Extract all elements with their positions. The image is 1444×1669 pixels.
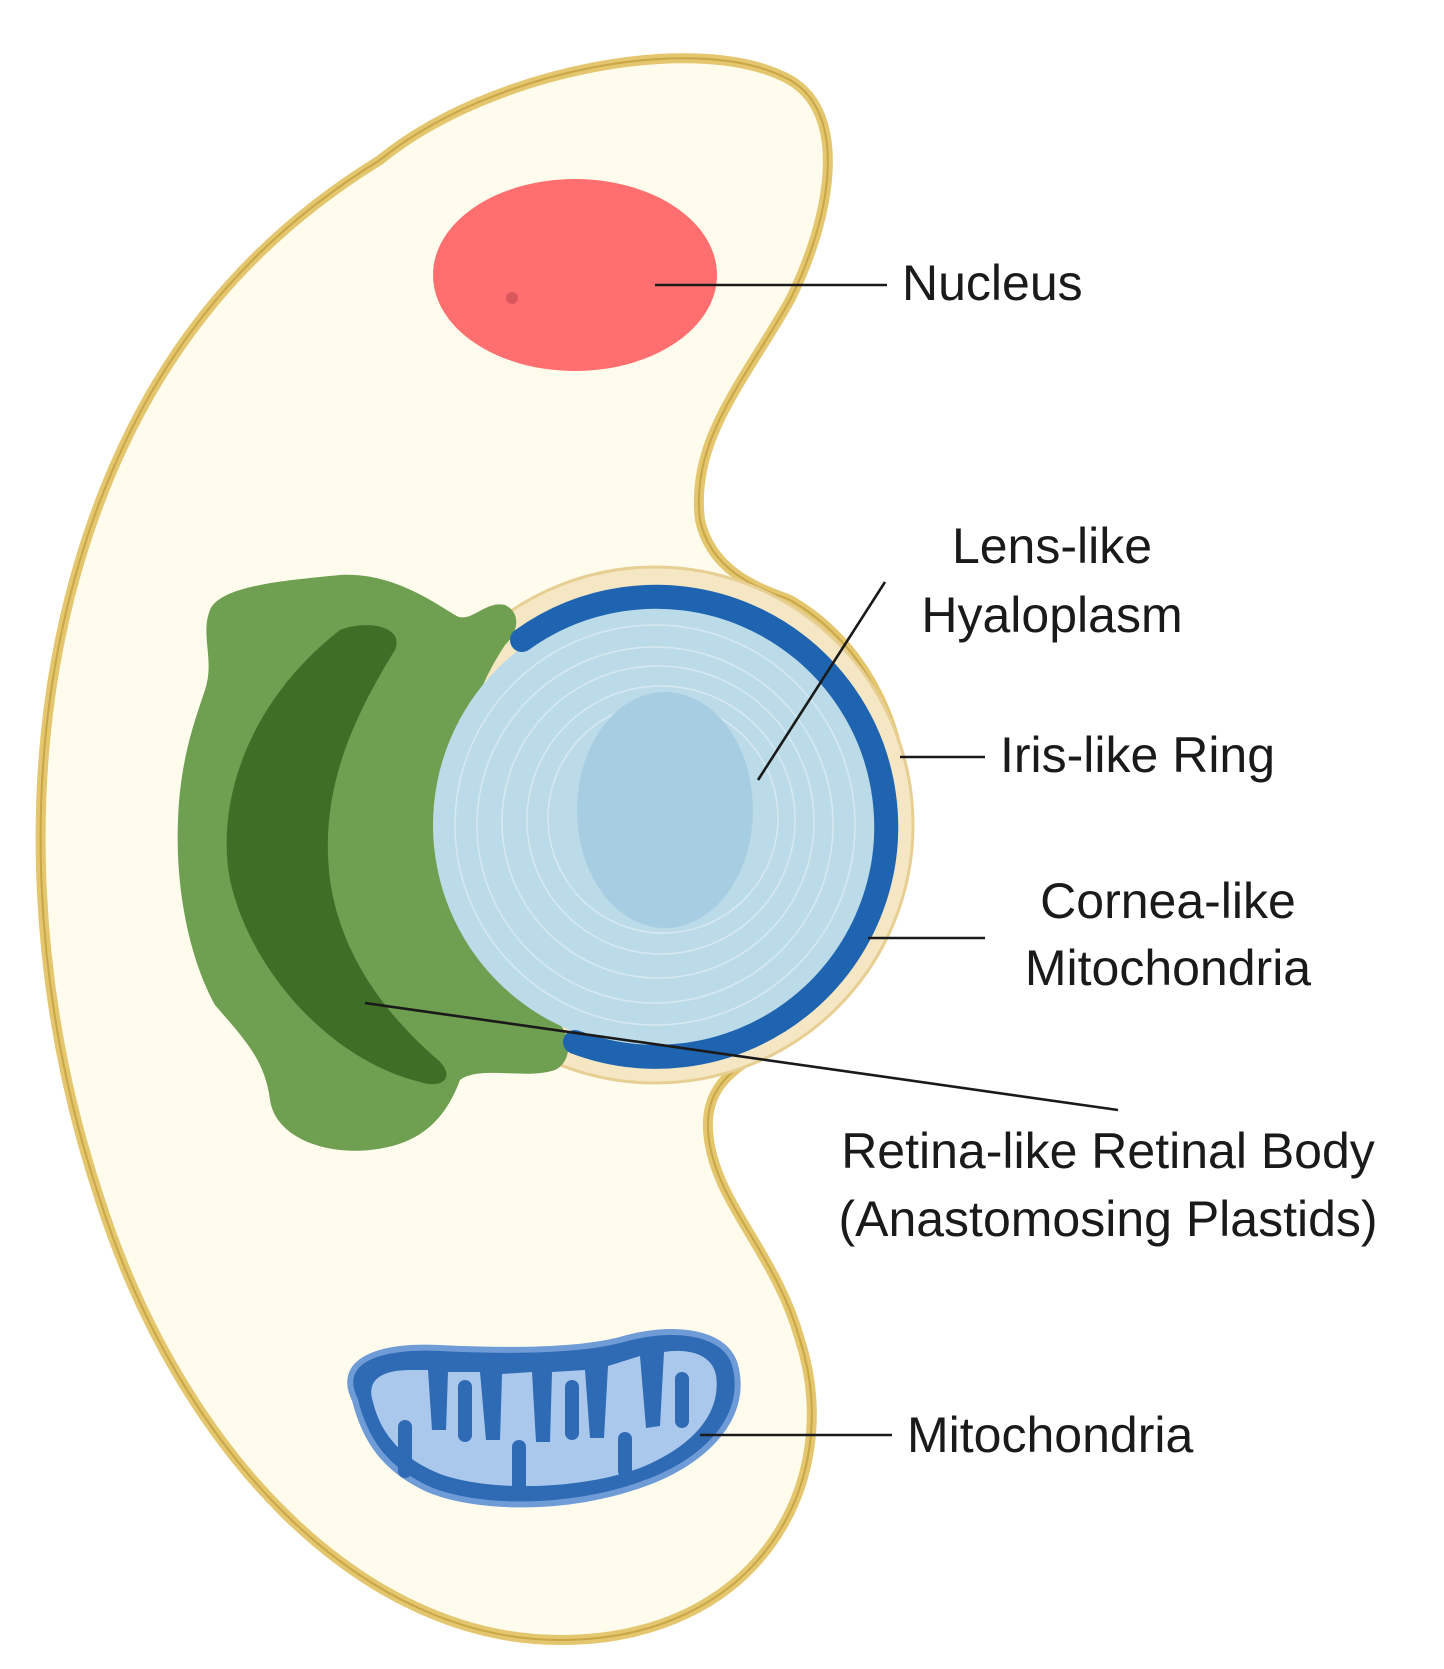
lens-core [577,692,753,928]
label-mitochondria: Mitochondria [907,1407,1193,1463]
label-iris: Iris-like Ring [1000,727,1275,783]
label-cornea-line1: Cornea-like [1040,873,1296,929]
iris-like-ring [510,584,899,1069]
leader-retina [364,1001,1119,1112]
mitochondrion-cristae-folds [398,1372,689,1494]
label-nucleus: Nucleus [902,255,1083,311]
label-cornea-line2: Mitochondria [1025,940,1311,996]
cell-membrane-inner-line [39,57,907,1642]
label-retina-line1: Retina-like Retinal Body [841,1123,1375,1179]
leader-lens [756,581,887,781]
retinal-body-inner-band [226,625,447,1085]
label-retina-line2: (Anastomosing Plastids) [838,1191,1377,1247]
nucleus [433,179,717,371]
label-lens-line2: Hyaloplasm [921,587,1182,643]
label-lens-line1: Lens-like [952,518,1152,574]
nucleolus [506,292,518,304]
